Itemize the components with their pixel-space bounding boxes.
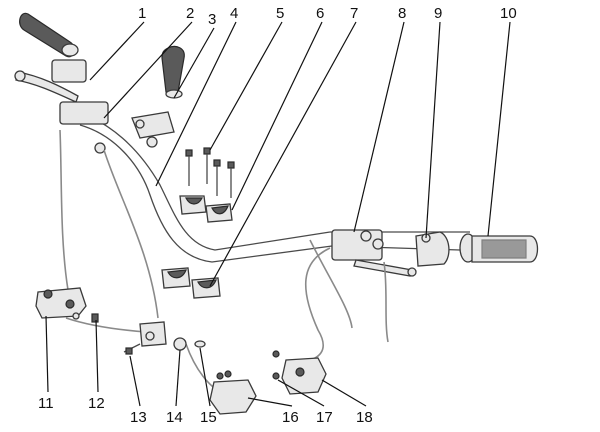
callout-6: 6 <box>316 5 324 22</box>
callout-14: 14 <box>166 409 183 426</box>
rear-caliper-left <box>209 370 257 415</box>
callout-15: 15 <box>200 409 217 426</box>
callout-7: 7 <box>350 5 358 22</box>
right-switch-housing <box>415 231 450 267</box>
throttle-grip-small <box>161 45 185 99</box>
left-grip <box>19 12 79 58</box>
callout-12: 12 <box>88 395 105 412</box>
callout-13: 13 <box>130 409 147 426</box>
handlebar <box>69 109 470 263</box>
leader-lines <box>45 21 511 407</box>
callout-numbers: 1 2 3 4 5 6 7 8 9 10 11 12 13 14 15 16 1… <box>38 5 517 426</box>
callout-11: 11 <box>38 395 54 412</box>
upper-clamps <box>179 195 233 223</box>
callout-9: 9 <box>434 5 442 22</box>
bleed-screw <box>91 313 99 323</box>
callout-3: 3 <box>208 11 216 28</box>
left-brake-lever <box>14 70 79 103</box>
callout-17: 17 <box>316 409 333 426</box>
washer <box>194 340 206 348</box>
rear-caliper-right <box>272 350 327 395</box>
right-grip <box>459 233 539 263</box>
right-master-cylinder <box>331 229 417 277</box>
brake-splitter <box>123 321 187 355</box>
left-caliper <box>35 287 87 320</box>
callout-2: 2 <box>186 5 194 22</box>
callout-18: 18 <box>356 409 373 426</box>
callout-16: 16 <box>282 409 299 426</box>
clamp-bolts <box>185 147 235 198</box>
callout-5: 5 <box>276 5 284 22</box>
callout-1: 1 <box>138 5 146 22</box>
callout-8: 8 <box>398 5 406 22</box>
cables <box>59 129 389 393</box>
lower-clamps <box>161 267 221 299</box>
callout-4: 4 <box>230 5 238 22</box>
throttle-housing <box>131 111 175 148</box>
callout-10: 10 <box>500 5 517 22</box>
